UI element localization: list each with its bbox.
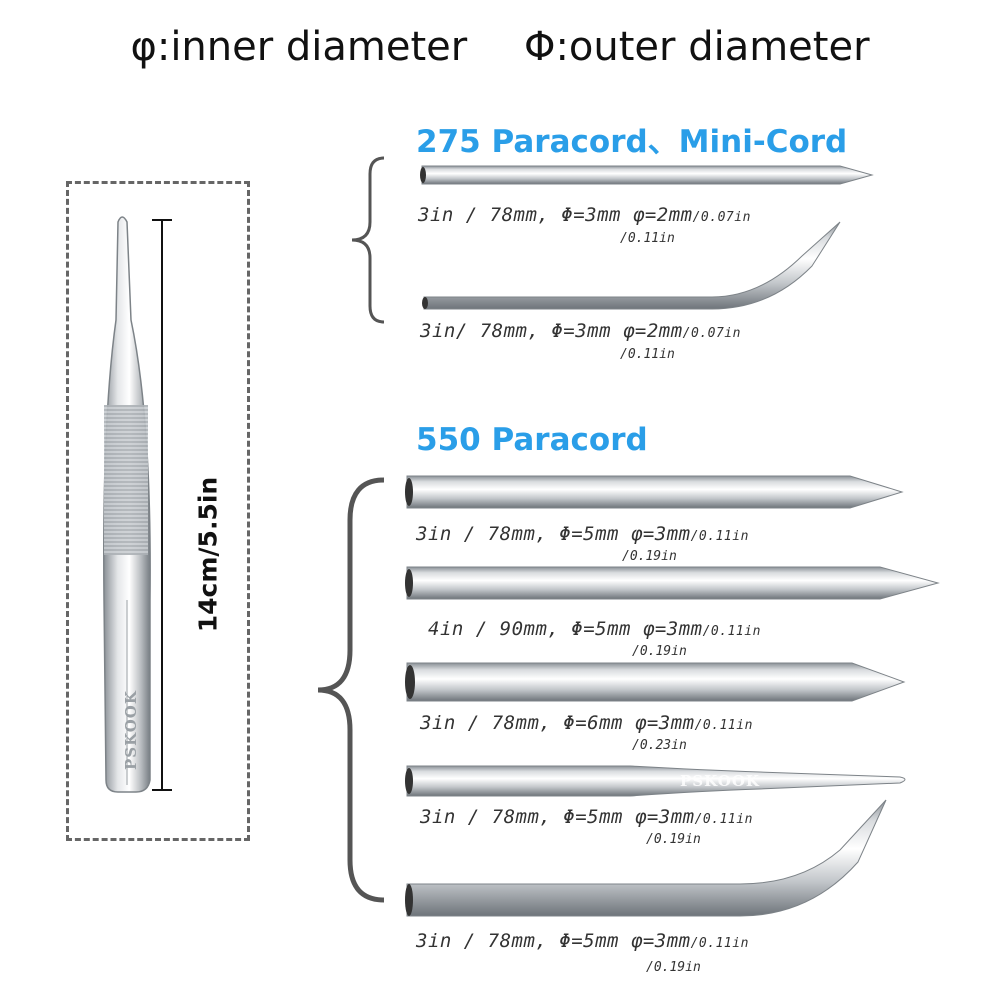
inner-diameter-legend: φ:inner diameter (130, 24, 468, 70)
tweezer-brand-engraving: PSKOOK (122, 690, 140, 770)
tweezer-length-label: 14cm/5.5in (193, 476, 223, 633)
needle-550-1 (405, 475, 904, 509)
tweezer-image (103, 216, 151, 793)
outer-diameter-legend: Φ:outer diameter (523, 24, 870, 70)
needle-550-2-outer-in: /0.19in (632, 644, 687, 659)
needle-550-4-outer-in: /0.19in (646, 832, 701, 847)
needle-550-2 (405, 566, 940, 600)
needle-275-1-spec: 3in / 78mm, Φ=3mm φ=2mm/0.07in (418, 204, 751, 226)
needle-550-5-bent (405, 799, 887, 917)
needle-275-2-spec: 3in/ 78mm, Φ=3mm φ=2mm/0.07in (420, 320, 741, 342)
needle-550-1-outer-in: /0.19in (622, 549, 677, 564)
needle-550-5-spec: 3in / 78mm, Φ=5mm φ=3mm/0.11in (416, 930, 749, 952)
needle-550-5-outer-in: /0.19in (646, 960, 701, 975)
brace-275 (351, 156, 385, 324)
brace-550 (317, 477, 385, 903)
tweezer-frame (66, 181, 250, 841)
needle-550-1-spec: 3in / 78mm, Φ=5mm φ=3mm/0.11in (416, 523, 749, 545)
needle-275-bent (422, 221, 841, 310)
needle-550-3 (405, 662, 906, 702)
needle-550-2-spec: 4in / 90mm, Φ=5mm φ=3mm/0.11in (428, 618, 761, 640)
diameter-legend: φ:inner diameter Φ:outer diameter (0, 24, 1000, 70)
heading-275-paracord: 275 Paracord、Mini-Cord (416, 124, 848, 160)
needle-550-4-spec: 3in / 78mm, Φ=5mm φ=3mm/0.11in (420, 806, 753, 828)
needle-275-2-outer-in: /0.11in (620, 347, 675, 362)
needle-275-straight (420, 165, 874, 185)
needle-550-3-spec: 3in / 78mm, Φ=6mm φ=3mm/0.11in (420, 712, 753, 734)
needle-550-3-outer-in: /0.23in (632, 738, 687, 753)
length-measure-line (152, 219, 172, 791)
needle-275-1-outer-in: /0.11in (620, 231, 675, 246)
needle-550-4-flat (405, 765, 906, 797)
heading-550-paracord: 550 Paracord (416, 422, 648, 458)
needle-brand-engraving: PSKOOK (680, 772, 760, 790)
